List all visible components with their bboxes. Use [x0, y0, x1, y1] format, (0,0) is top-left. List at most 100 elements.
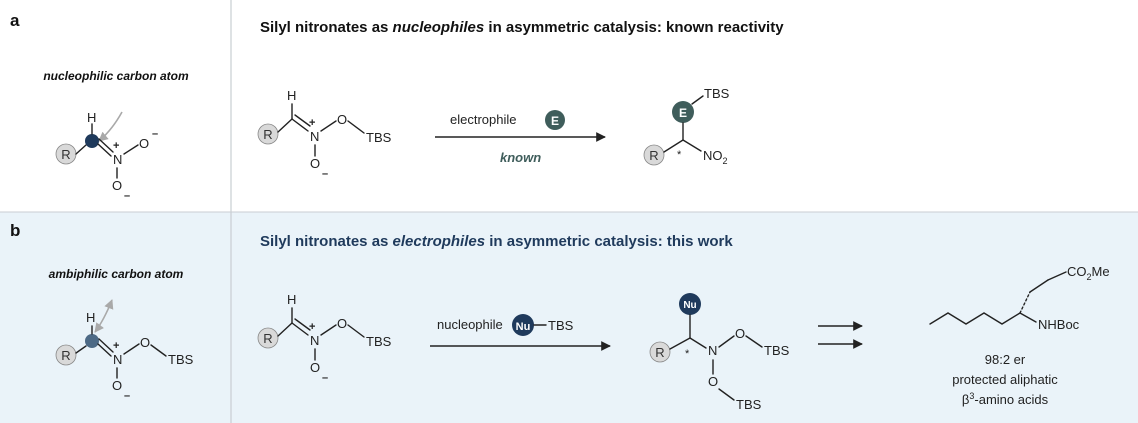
oxygen-bottom-minus: – — [322, 168, 328, 180]
panel-a-letter: a — [10, 11, 20, 30]
nucleophile-product-badge — [679, 293, 701, 315]
stereocenter-star: * — [685, 348, 690, 360]
nucleophile-product-label: Nu — [683, 300, 696, 311]
electrophile-badge — [545, 110, 565, 130]
panel-a-title: Silyl nitronates as nucleophiles in asym… — [260, 19, 784, 36]
nitronate-ambiphilic: R H N + O TBS O – — [55, 299, 194, 402]
panel-b-title-post: in asymmetric catalysis: this work — [485, 233, 733, 250]
tbs-label: TBS — [366, 130, 392, 145]
panel-b-title: Silyl nitronates as electrophiles in asy… — [260, 233, 733, 250]
oxygen-bottom-label: O — [310, 360, 320, 375]
bond-ch2-c — [1029, 279, 1049, 293]
bond-o-tbs — [347, 120, 365, 134]
r-group-label: R — [61, 348, 70, 363]
nitrogen-label: N — [113, 352, 122, 367]
bond-r-c — [277, 322, 293, 337]
bond-r-c — [75, 144, 87, 155]
bond-o-tbs — [150, 344, 167, 357]
bond-r-c — [75, 345, 87, 354]
panel-b: b ambiphilic carbon atom R H N + O TBS O… — [10, 221, 1110, 412]
nitrogen-plus: + — [309, 117, 315, 129]
product-a: E TBS R * NO2 — [643, 86, 730, 166]
product-caption-line1: protected aliphatic — [952, 372, 1058, 387]
bond-r-c — [663, 139, 684, 153]
nitrogen-label: N — [310, 333, 319, 348]
ambiphilic-double-arrow — [94, 299, 114, 333]
hydrogen-label: H — [287, 88, 296, 103]
nitrogen-label: N — [113, 152, 122, 167]
bond-o-tbs-right — [745, 335, 763, 348]
hydrogen-label: H — [87, 110, 96, 125]
panel-a-title-post: in asymmetric catalysis: known reactivit… — [484, 19, 784, 36]
oxygen-down-label: O — [708, 374, 718, 389]
r-group-label: R — [649, 148, 658, 163]
nitrogen-label: N — [708, 343, 717, 358]
oxygen-bottom-minus: – — [124, 390, 130, 402]
beta-amino-acid-product: CO2Me NHBoc 98:2 er protected aliphatic … — [929, 264, 1110, 407]
oxygen-bottom-minus: – — [124, 190, 130, 202]
bond-c-co2me — [1047, 271, 1067, 281]
reagent-electrophile: electrophile — [450, 112, 517, 127]
bond-o-tbs — [347, 324, 365, 338]
nhboc-label: NHBoc — [1038, 317, 1080, 332]
r-group-label: R — [655, 345, 664, 360]
ambiphilic-carbon — [85, 334, 99, 348]
bond-c-n-1 — [97, 143, 112, 157]
bond-r-c — [277, 118, 293, 133]
nucleophile-badge — [512, 314, 534, 336]
oxygen-silyl-label: O — [337, 316, 347, 331]
panel-a-title-emphasis: nucleophiles — [393, 19, 485, 36]
stereocenter-star: * — [677, 149, 682, 161]
tbs-label: TBS — [168, 352, 194, 367]
oxygen-right-label: O — [735, 326, 745, 341]
ester-label: CO2Me — [1067, 264, 1110, 282]
oxygen-bottom-label: O — [310, 156, 320, 171]
nitronate-nucleophilic: R H N + O – O – — [55, 110, 158, 202]
bond-c-n-2 — [98, 138, 114, 153]
silyl-nitronate-reactant-a: R H N + O TBS O – — [257, 88, 392, 180]
panel-a-title-pre: Silyl nitronates as — [260, 19, 393, 36]
nitrogen-label: N — [310, 129, 319, 144]
tbs-right-label: TBS — [764, 343, 790, 358]
r-group-circle — [649, 341, 671, 363]
nucleophilic-attack-arrow — [98, 111, 123, 142]
electrophile-product-label: E — [679, 106, 687, 120]
bond-n-o-top — [320, 120, 337, 132]
bond-c-n-1 — [291, 322, 309, 336]
oxygen-top-minus: – — [152, 128, 158, 140]
bond-e-tbs — [691, 95, 704, 105]
silyl-nitronate-reactant-b: R H N + O TBS O – — [257, 292, 392, 384]
bond-c-n — [689, 337, 707, 349]
r-group-circle — [257, 123, 279, 145]
bond-c-n-1 — [291, 118, 309, 132]
bond-c-no2 — [682, 139, 702, 152]
enantiomeric-ratio: 98:2 er — [985, 352, 1026, 367]
status-known: known — [500, 150, 541, 165]
panel-b-letter: b — [10, 221, 20, 240]
bond-n-o-top — [123, 343, 140, 355]
bond-c-n-2 — [98, 338, 114, 353]
bond-n-o-top — [320, 324, 337, 336]
bond-c-n-2 — [294, 318, 311, 331]
nitrogen-plus: + — [309, 321, 315, 333]
panel-a: a nucleophilic carbon atom R H N + O – O… — [10, 11, 784, 202]
bond-c-n-2 — [294, 114, 311, 127]
bond-c-nh — [1019, 312, 1037, 323]
panel-b-title-emphasis: electrophiles — [393, 233, 486, 250]
alkyl-chain — [929, 312, 1021, 325]
oxygen-bottom-label: O — [112, 178, 122, 193]
oxygen-silyl-label: O — [337, 112, 347, 127]
nitrogen-plus: + — [113, 140, 119, 152]
nitro-label: NO2 — [703, 148, 728, 166]
hydrogen-label: H — [287, 292, 296, 307]
oxygen-bottom-label: O — [112, 378, 122, 393]
product-tbs-label: TBS — [704, 86, 730, 101]
r-group-label: R — [263, 331, 272, 346]
dashed-wedge-bond — [1019, 291, 1031, 314]
panel-b-background — [0, 212, 1138, 423]
bond-n-o-top — [123, 144, 139, 155]
tbs-down-label: TBS — [736, 397, 762, 412]
product-b: Nu R * N O TBS O TBS — [649, 293, 790, 412]
r-group-circle — [643, 144, 665, 166]
